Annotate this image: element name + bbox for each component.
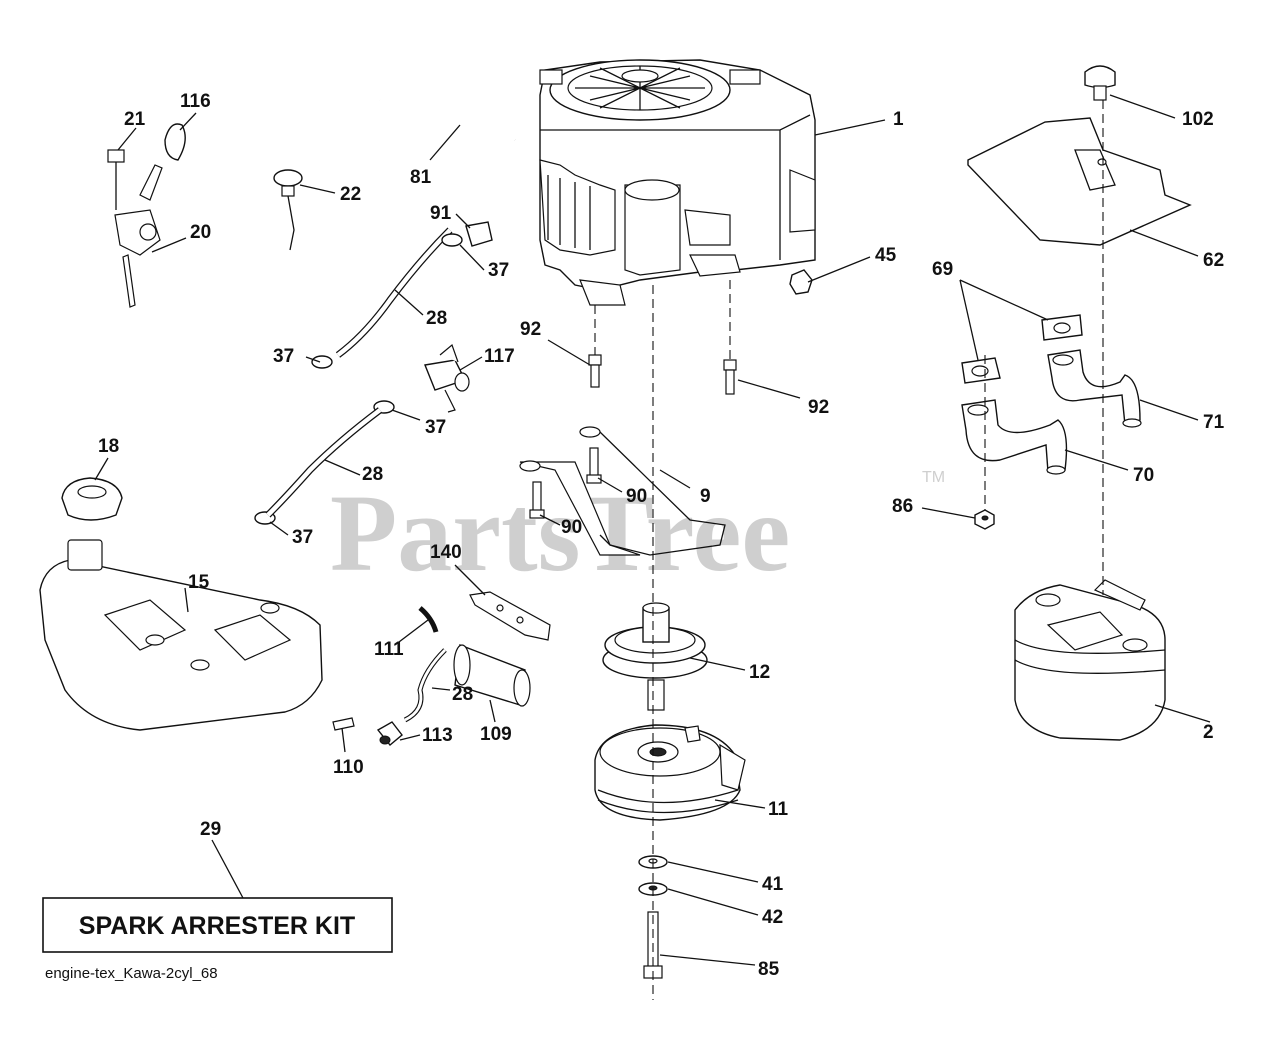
callout-28-upper[interactable]: 28 xyxy=(426,308,447,329)
diagram-code: engine-tex_Kawa-2cyl_68 xyxy=(45,965,218,982)
part-screw-90-b[interactable] xyxy=(529,481,545,519)
part-bracket-9[interactable] xyxy=(519,426,726,556)
part-exhaust-pipe-71[interactable] xyxy=(1047,349,1142,428)
callout-18[interactable]: 18 xyxy=(98,436,119,457)
callout-69[interactable]: 69 xyxy=(932,259,953,280)
callout-71[interactable]: 71 xyxy=(1203,412,1225,433)
part-fuel-line-28-short[interactable] xyxy=(403,648,447,723)
part-clutch-11[interactable] xyxy=(594,724,746,821)
callout-12[interactable]: 12 xyxy=(749,662,770,683)
callout-37-c[interactable]: 37 xyxy=(425,417,446,438)
callout-109[interactable]: 109 xyxy=(480,724,512,745)
part-fuel-filter-113[interactable] xyxy=(376,721,403,746)
leader-lines xyxy=(94,94,1211,966)
callout-70[interactable]: 70 xyxy=(1133,465,1154,486)
callout-9[interactable]: 9 xyxy=(700,486,711,507)
callout-22[interactable]: 22 xyxy=(340,184,361,205)
part-fuel-line-28-upper[interactable] xyxy=(335,227,453,358)
part-screw-21[interactable] xyxy=(107,149,125,210)
watermark: PartsTree TM xyxy=(330,469,945,594)
part-bolt-92-left[interactable] xyxy=(588,354,602,388)
callout-37-d[interactable]: 37 xyxy=(292,527,313,548)
watermark-trademark: TM xyxy=(922,469,945,486)
callout-102[interactable]: 102 xyxy=(1182,109,1214,130)
part-bolt-92-right[interactable] xyxy=(723,359,737,395)
part-choke-knob-22[interactable] xyxy=(273,169,303,251)
part-bracket-140[interactable] xyxy=(469,591,551,641)
part-pulley-12[interactable] xyxy=(602,602,708,711)
callout-15[interactable]: 15 xyxy=(188,572,210,593)
part-hose-81[interactable] xyxy=(379,97,517,143)
callout-37-b[interactable]: 37 xyxy=(273,346,294,367)
part-fuel-tank-15[interactable] xyxy=(39,539,323,731)
callout-42[interactable]: 42 xyxy=(762,907,783,928)
part-heat-shield-62[interactable] xyxy=(967,117,1192,246)
callout-91[interactable]: 91 xyxy=(430,203,452,224)
callout-117[interactable]: 117 xyxy=(484,346,515,367)
callout-20[interactable]: 20 xyxy=(190,222,211,243)
callout-37-a[interactable]: 37 xyxy=(488,260,509,281)
callout-28-lower[interactable]: 28 xyxy=(362,464,383,485)
part-clamp-91[interactable] xyxy=(465,221,493,247)
callout-110[interactable]: 110 xyxy=(333,757,364,778)
part-engine[interactable] xyxy=(539,59,816,306)
callout-113[interactable]: 113 xyxy=(422,725,453,746)
spark-arrester-kit-label: SPARK ARRESTER KIT xyxy=(79,912,355,940)
watermark-text: PartsTree xyxy=(330,472,790,594)
callout-81[interactable]: 81 xyxy=(410,167,432,188)
callout-90-a[interactable]: 90 xyxy=(626,486,647,507)
part-clamp-37-a[interactable] xyxy=(441,233,463,247)
callout-labels: 1 2 9 11 12 15 18 20 21 22 28 28 28 29 3… xyxy=(98,91,1225,980)
callout-1[interactable]: 1 xyxy=(893,109,904,130)
callout-86[interactable]: 86 xyxy=(892,496,913,517)
callout-85[interactable]: 85 xyxy=(758,959,780,980)
callout-116[interactable]: 116 xyxy=(180,91,211,112)
spark-arrester-kit-box[interactable]: SPARK ARRESTER KIT xyxy=(42,897,393,953)
center-lines xyxy=(594,100,1104,1000)
part-fuel-line-28-lower[interactable] xyxy=(265,407,383,518)
callout-111[interactable]: 111 xyxy=(374,639,404,660)
part-cap-screw-102[interactable] xyxy=(1084,65,1116,101)
part-nut-45[interactable] xyxy=(789,269,813,295)
part-nut-86[interactable] xyxy=(974,509,995,530)
callout-21[interactable]: 21 xyxy=(124,109,146,130)
part-fuel-cap-18[interactable] xyxy=(61,477,123,521)
callout-11[interactable]: 11 xyxy=(768,799,789,820)
part-screw-90-a[interactable] xyxy=(586,447,602,484)
callout-62[interactable]: 62 xyxy=(1203,250,1224,271)
part-throttle-control-20[interactable] xyxy=(114,164,163,308)
part-gasket-69-b[interactable] xyxy=(961,357,1001,384)
part-knob-116[interactable] xyxy=(164,123,186,161)
callout-29[interactable]: 29 xyxy=(200,819,221,840)
part-gasket-69-a[interactable] xyxy=(1041,314,1083,341)
part-clamp-37-b[interactable] xyxy=(311,355,333,369)
callout-140[interactable]: 140 xyxy=(430,542,462,563)
part-connector-110[interactable] xyxy=(332,717,355,731)
part-exhaust-pipe-70[interactable] xyxy=(961,399,1068,475)
part-hose-111[interactable] xyxy=(418,606,439,633)
callout-90-b[interactable]: 90 xyxy=(561,517,582,538)
callout-28-short[interactable]: 28 xyxy=(452,684,473,705)
callout-41[interactable]: 41 xyxy=(762,874,784,895)
part-muffler-2[interactable] xyxy=(1014,579,1166,741)
part-fuel-valve-117[interactable] xyxy=(424,343,470,413)
callout-92-left[interactable]: 92 xyxy=(520,319,541,340)
callout-45[interactable]: 45 xyxy=(875,245,897,266)
callout-92-right[interactable]: 92 xyxy=(808,397,829,418)
part-fuel-pump-109[interactable] xyxy=(453,644,531,707)
callout-2[interactable]: 2 xyxy=(1203,722,1214,743)
